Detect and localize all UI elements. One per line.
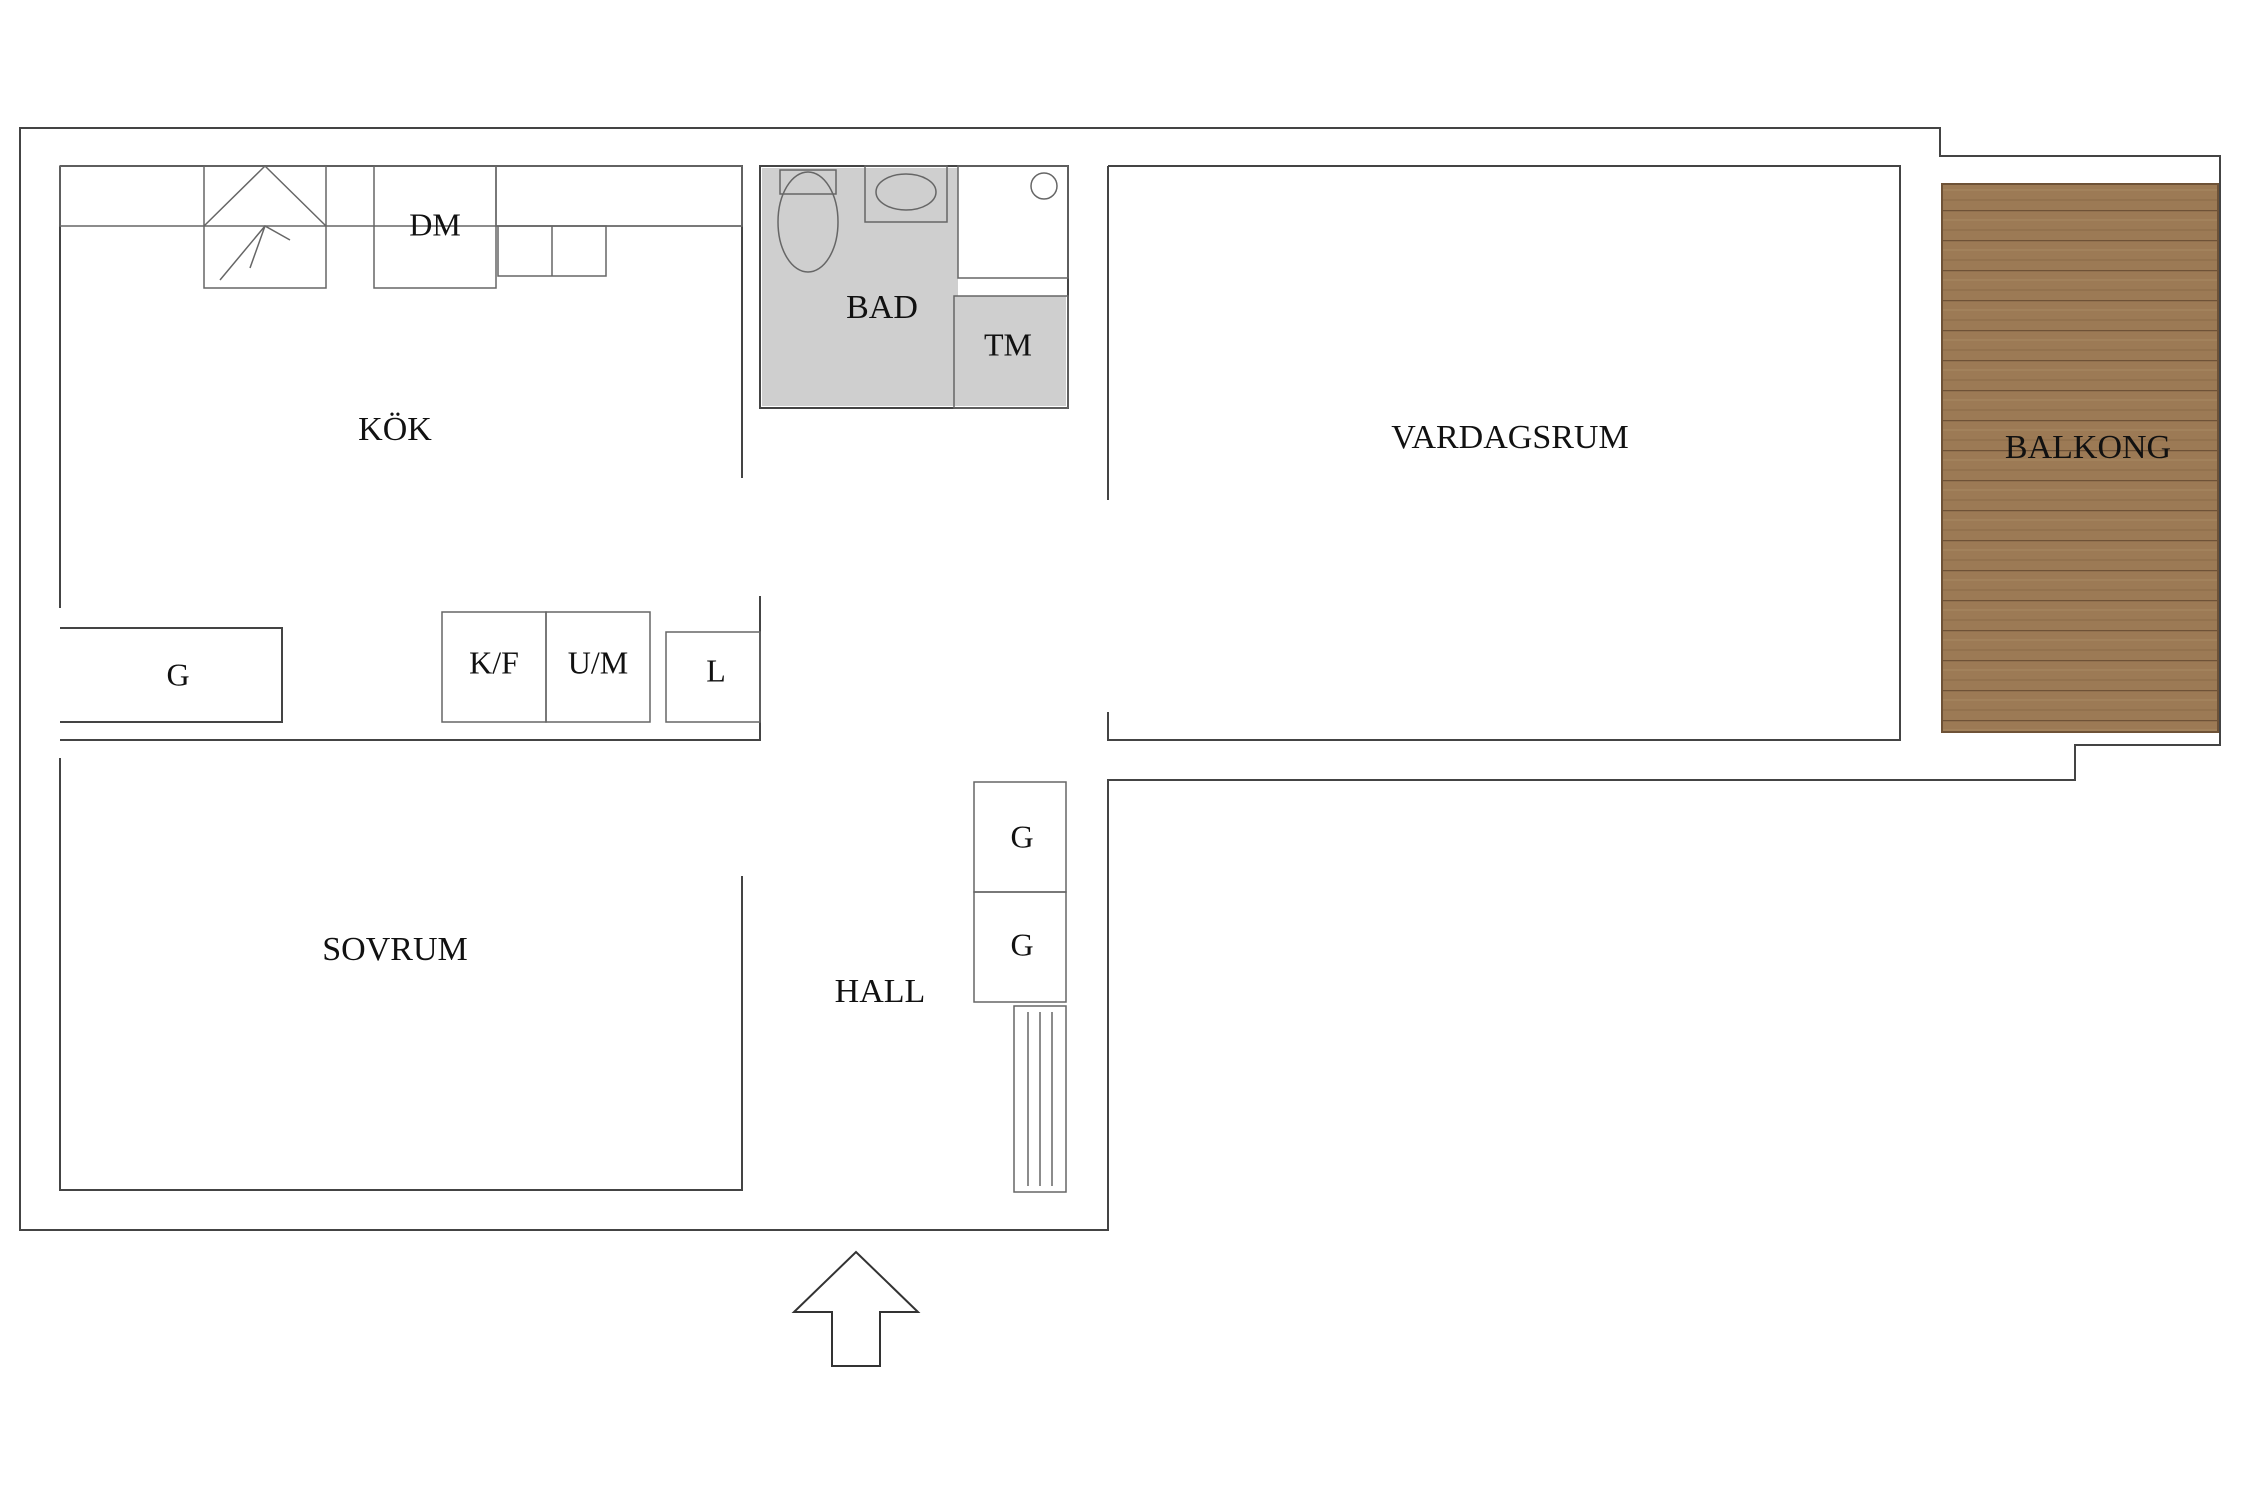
fixture-label-wardrobe-hall-2: G <box>1010 926 1033 962</box>
toilet-icon <box>777 171 839 273</box>
room-label-bedroom: SOVRUM <box>322 931 467 968</box>
fixture-label-oven-microwave: U/M <box>568 644 628 680</box>
room-label-living-room: VARDAGSRUM <box>1391 419 1628 456</box>
outer-walls <box>19 127 2221 1231</box>
shower <box>957 165 1069 279</box>
storage-row: G K/F U/M L <box>60 596 761 741</box>
bedroom: SOVRUM <box>59 758 743 1191</box>
bathroom: BAD TM <box>762 165 1069 409</box>
closet-l-box <box>665 631 761 723</box>
entrance-arrow-icon <box>791 1250 921 1367</box>
hall-wardrobe-2-box <box>973 891 1067 1003</box>
fixture-label-wardrobe-bedroom: G <box>166 656 189 692</box>
dishwasher-box <box>373 165 497 289</box>
fixture-label-dishwasher: DM <box>409 206 461 242</box>
sink-icon <box>864 165 948 223</box>
fixture-label-washing-machine: TM <box>984 326 1032 362</box>
shower-drain-icon <box>1030 172 1058 200</box>
hall: G G HALL <box>791 781 1067 1367</box>
living-room: VARDAGSRUM <box>1107 165 1901 741</box>
kitchen-counter: DM <box>59 164 743 289</box>
fixture-label-closet-l: L <box>706 652 726 688</box>
washing-machine-box <box>953 295 1069 409</box>
radiator-icon <box>1013 1005 1067 1193</box>
room-label-bathroom: BAD <box>846 289 918 326</box>
balcony: BALKONG <box>1941 183 2219 733</box>
fixture-label-wardrobe-hall-1: G <box>1010 818 1033 854</box>
room-label-balcony: BALKONG <box>2005 429 2171 466</box>
oven-microwave-box <box>545 611 651 723</box>
fixture-label-fridge-freezer: K/F <box>469 644 519 680</box>
room-label-hall: HALL <box>835 973 926 1010</box>
room-label-kitchen: KÖK <box>358 411 432 448</box>
